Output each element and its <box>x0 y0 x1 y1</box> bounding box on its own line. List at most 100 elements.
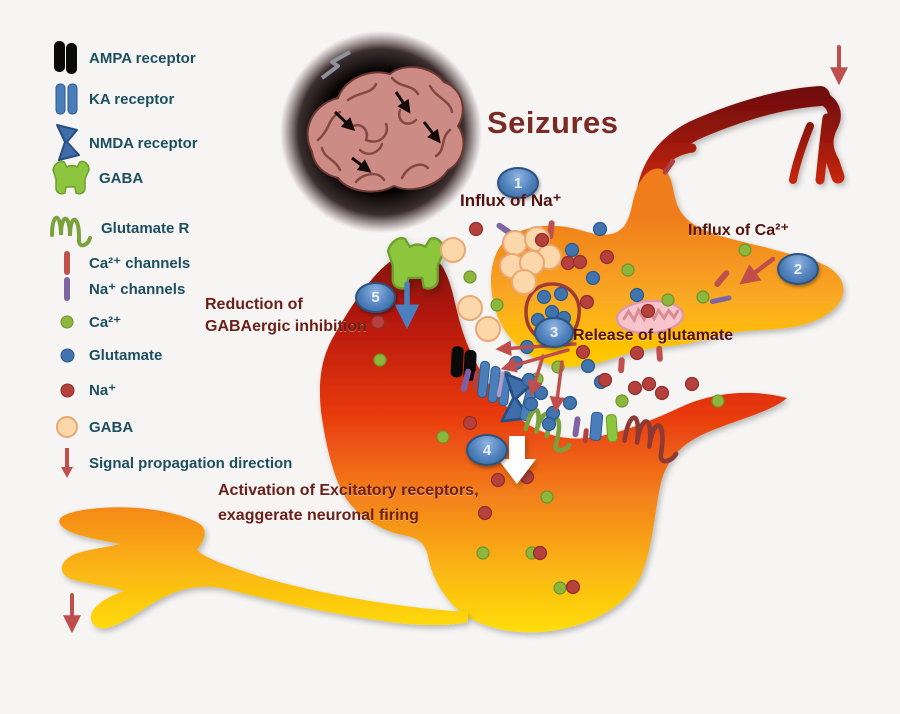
ca-dot <box>711 394 725 408</box>
step5-label: Reduction of GABAergic inhibition <box>205 294 367 338</box>
brain-image <box>280 31 482 233</box>
na-dot <box>572 254 588 270</box>
gaba-receptor-icon <box>50 160 92 196</box>
na-dot <box>560 255 576 271</box>
legend-item-glutamate-receptor: Glutamate R <box>48 207 189 249</box>
step2-label: Influx of Ca²⁺ <box>688 222 789 239</box>
na-channel-icon <box>52 276 82 302</box>
ka-receptor-bar <box>589 411 604 442</box>
ca-dot <box>476 546 490 560</box>
legend-label: Glutamate <box>89 347 163 364</box>
gaba-dot <box>440 237 466 263</box>
glutamate-release-arrow <box>527 354 545 397</box>
na-dot <box>575 344 591 360</box>
ca-channel-icon <box>52 250 82 276</box>
na-channel <box>496 371 505 397</box>
step5-label-line1: Reduction of <box>205 296 303 313</box>
ca-dot <box>436 430 450 444</box>
legend-item-nmda: NMDA receptor <box>52 124 198 162</box>
na-dot <box>462 415 478 431</box>
gaba-dot <box>511 269 537 295</box>
step5-number: 5 <box>371 289 380 306</box>
ca-dot <box>373 353 387 367</box>
legend-label: Glutamate R <box>101 219 190 237</box>
step5-badge: 5 <box>355 282 396 313</box>
brain-silhouette <box>306 66 465 193</box>
legend-label: GABA <box>89 418 134 436</box>
legend-label: Ca²⁺ <box>89 314 122 331</box>
ca-channel <box>662 158 676 175</box>
legend-label: Ca²⁺ channels <box>89 255 191 272</box>
step4-number: 4 <box>482 441 492 459</box>
step1-badge: 1 <box>497 167 539 199</box>
brain-crack-graphic <box>320 50 351 80</box>
legend-label: Signal propagation direction <box>89 454 293 472</box>
na-dot <box>534 232 550 248</box>
legend-label: Na⁺ <box>89 382 117 399</box>
ca-dot <box>696 290 710 304</box>
legend-label: NMDA receptor <box>89 134 198 152</box>
na-dot <box>599 249 615 265</box>
legend-item-gaba-receptor: GABA <box>50 160 143 196</box>
gaba-dot <box>457 295 483 321</box>
ca-channel <box>582 428 589 444</box>
ca-dot <box>621 263 635 277</box>
step2-badge: 2 <box>777 253 819 285</box>
na-dot <box>477 505 493 521</box>
na-channel <box>709 295 732 304</box>
na-dot <box>629 345 645 361</box>
ka-receptor-icon <box>52 83 82 115</box>
step4-label-line2: exaggerate neuronal firing <box>218 507 419 524</box>
glutamate-ion-icon <box>52 348 82 363</box>
legend-item-na-channels: Na⁺ channels <box>52 276 185 302</box>
na-ion-icon <box>52 383 82 398</box>
glu-dot <box>564 242 580 258</box>
ca-dot <box>540 490 554 504</box>
na-dot <box>370 314 386 330</box>
legend-label: AMPA receptor <box>89 49 196 67</box>
na-dot <box>640 303 656 319</box>
glu-dot <box>536 289 552 305</box>
glu-dot <box>523 396 539 412</box>
page-title: Seizures <box>487 105 619 140</box>
step3-label: Release of glutamate <box>573 327 734 344</box>
glu-dot <box>580 358 596 374</box>
glutamate-release-arrow <box>500 348 570 373</box>
excitation-down-arrow <box>498 436 536 484</box>
ca-channel <box>618 357 625 374</box>
step5-label-line2: GABAergic inhibition <box>205 318 367 335</box>
legend-item-glutamate-ion: Glutamate <box>52 347 162 364</box>
step4-badge: 4 <box>466 434 508 466</box>
signal-arrow-icon <box>52 446 82 480</box>
legend-label: GABA <box>99 169 144 187</box>
legend-item-ampa: AMPA receptor <box>52 41 196 75</box>
legend-label: Na⁺ channels <box>89 281 186 298</box>
na-dot <box>597 372 613 388</box>
na-dot <box>468 221 484 237</box>
step4-label: Activation of Excitatory receptors, exag… <box>218 478 479 528</box>
ca-dot <box>553 581 567 595</box>
legend-item-ca-ion: Ca²⁺ <box>52 313 121 331</box>
glutamate-release-arrow <box>549 360 566 413</box>
glu-dot <box>553 286 569 302</box>
glu-dot <box>541 416 557 432</box>
glu-dot <box>585 270 601 286</box>
ca-channel <box>472 370 480 390</box>
postsynaptic-neuron-soma <box>319 252 787 633</box>
postsynaptic-receptors <box>450 346 680 463</box>
legend-item-na-ion: Na⁺ <box>52 381 116 399</box>
step4-label-line1: Activation of Excitatory receptors, <box>218 482 479 499</box>
na-dot <box>627 380 643 396</box>
ca-channel <box>714 270 730 287</box>
ampa-receptor-icon <box>52 41 82 75</box>
ca-dot <box>615 394 629 408</box>
gaba-dot <box>502 230 528 256</box>
ca-dot <box>738 243 752 257</box>
legend-label: KA receptor <box>89 90 175 108</box>
na-dot <box>654 385 670 401</box>
step1-number: 1 <box>513 174 523 192</box>
ca-dot <box>661 293 675 307</box>
gaba-ion-icon <box>52 415 82 439</box>
